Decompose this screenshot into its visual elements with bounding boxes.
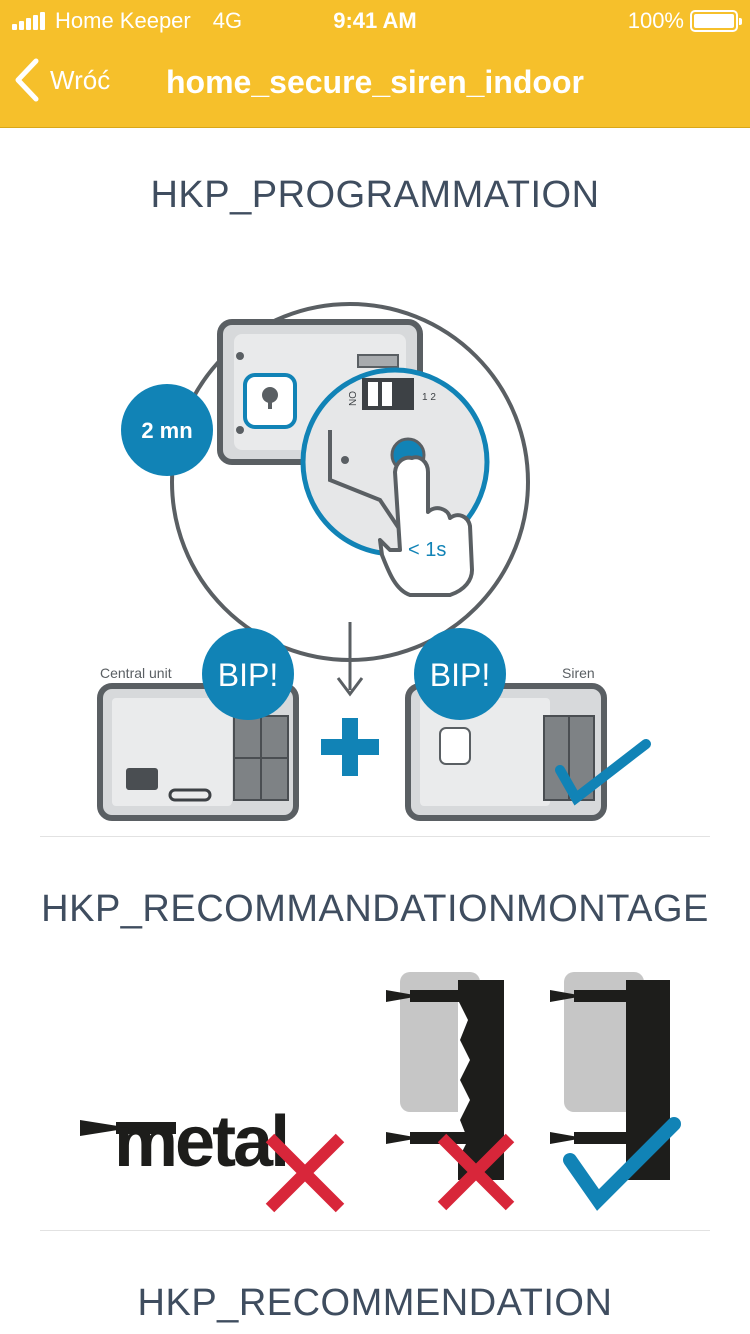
cross-icon-2 — [437, 1133, 515, 1211]
battery-percent: 100% — [627, 8, 684, 33]
programming-illustration: ON 1 2 < 1s 2 mn Central unit BIP! Siren — [97, 302, 651, 821]
status-time: 9:41 AM — [333, 8, 417, 33]
signal-strength-icon — [12, 12, 47, 30]
beep-badge-left — [202, 628, 294, 720]
section-title-recommendation: HKP_RECOMMENDATION — [137, 1282, 613, 1324]
press-duration-label: < 1s — [408, 539, 446, 561]
chevron-left-icon — [15, 58, 39, 102]
finger-press-icon: < 1s — [378, 455, 474, 597]
metal-label: metal — [114, 1102, 287, 1182]
navigation-bar: Wróć home_secure_siren_indoor — [0, 40, 750, 128]
timer-label: 2 mn — [141, 418, 192, 443]
dip-number-label: 1 2 — [422, 392, 436, 403]
beep-label-right: BIP! — [430, 657, 490, 693]
siren-label: Siren — [562, 665, 595, 681]
section-title-programmation: HKP_PROGRAMMATION — [150, 174, 600, 216]
battery-icon — [690, 10, 742, 32]
back-label: Wróć — [50, 64, 111, 95]
carrier-name: Home Keeper — [55, 8, 191, 33]
status-right: 100% — [627, 8, 742, 34]
status-left: Home Keeper 4G — [12, 8, 242, 34]
check-icon — [555, 739, 651, 806]
check-icon-mount — [563, 1117, 681, 1211]
beep-badge-right — [414, 628, 506, 720]
timer-badge — [121, 384, 213, 476]
section-divider-2 — [40, 1230, 710, 1231]
page-title: home_secure_siren_indoor — [166, 64, 584, 100]
cross-icon-1 — [265, 1133, 345, 1213]
section-divider-1 — [40, 836, 710, 837]
network-type: 4G — [212, 8, 243, 33]
dip-on-label: ON — [346, 391, 357, 406]
metal-wall-icon: metal — [80, 1102, 290, 1182]
central-unit-label: Central unit — [100, 665, 172, 681]
top-bar: Home Keeper 4G 9:41 AM 100% Wróć home_se… — [0, 0, 750, 128]
back-button[interactable]: Wróć — [14, 58, 110, 102]
beep-label-left: BIP! — [218, 657, 278, 693]
mounting-illustration: metal — [80, 972, 681, 1213]
status-bar: Home Keeper 4G 9:41 AM 100% — [0, 0, 750, 40]
section-title-recommandation-montage: HKP_RECOMMANDATIONMONTAGE — [41, 888, 709, 930]
